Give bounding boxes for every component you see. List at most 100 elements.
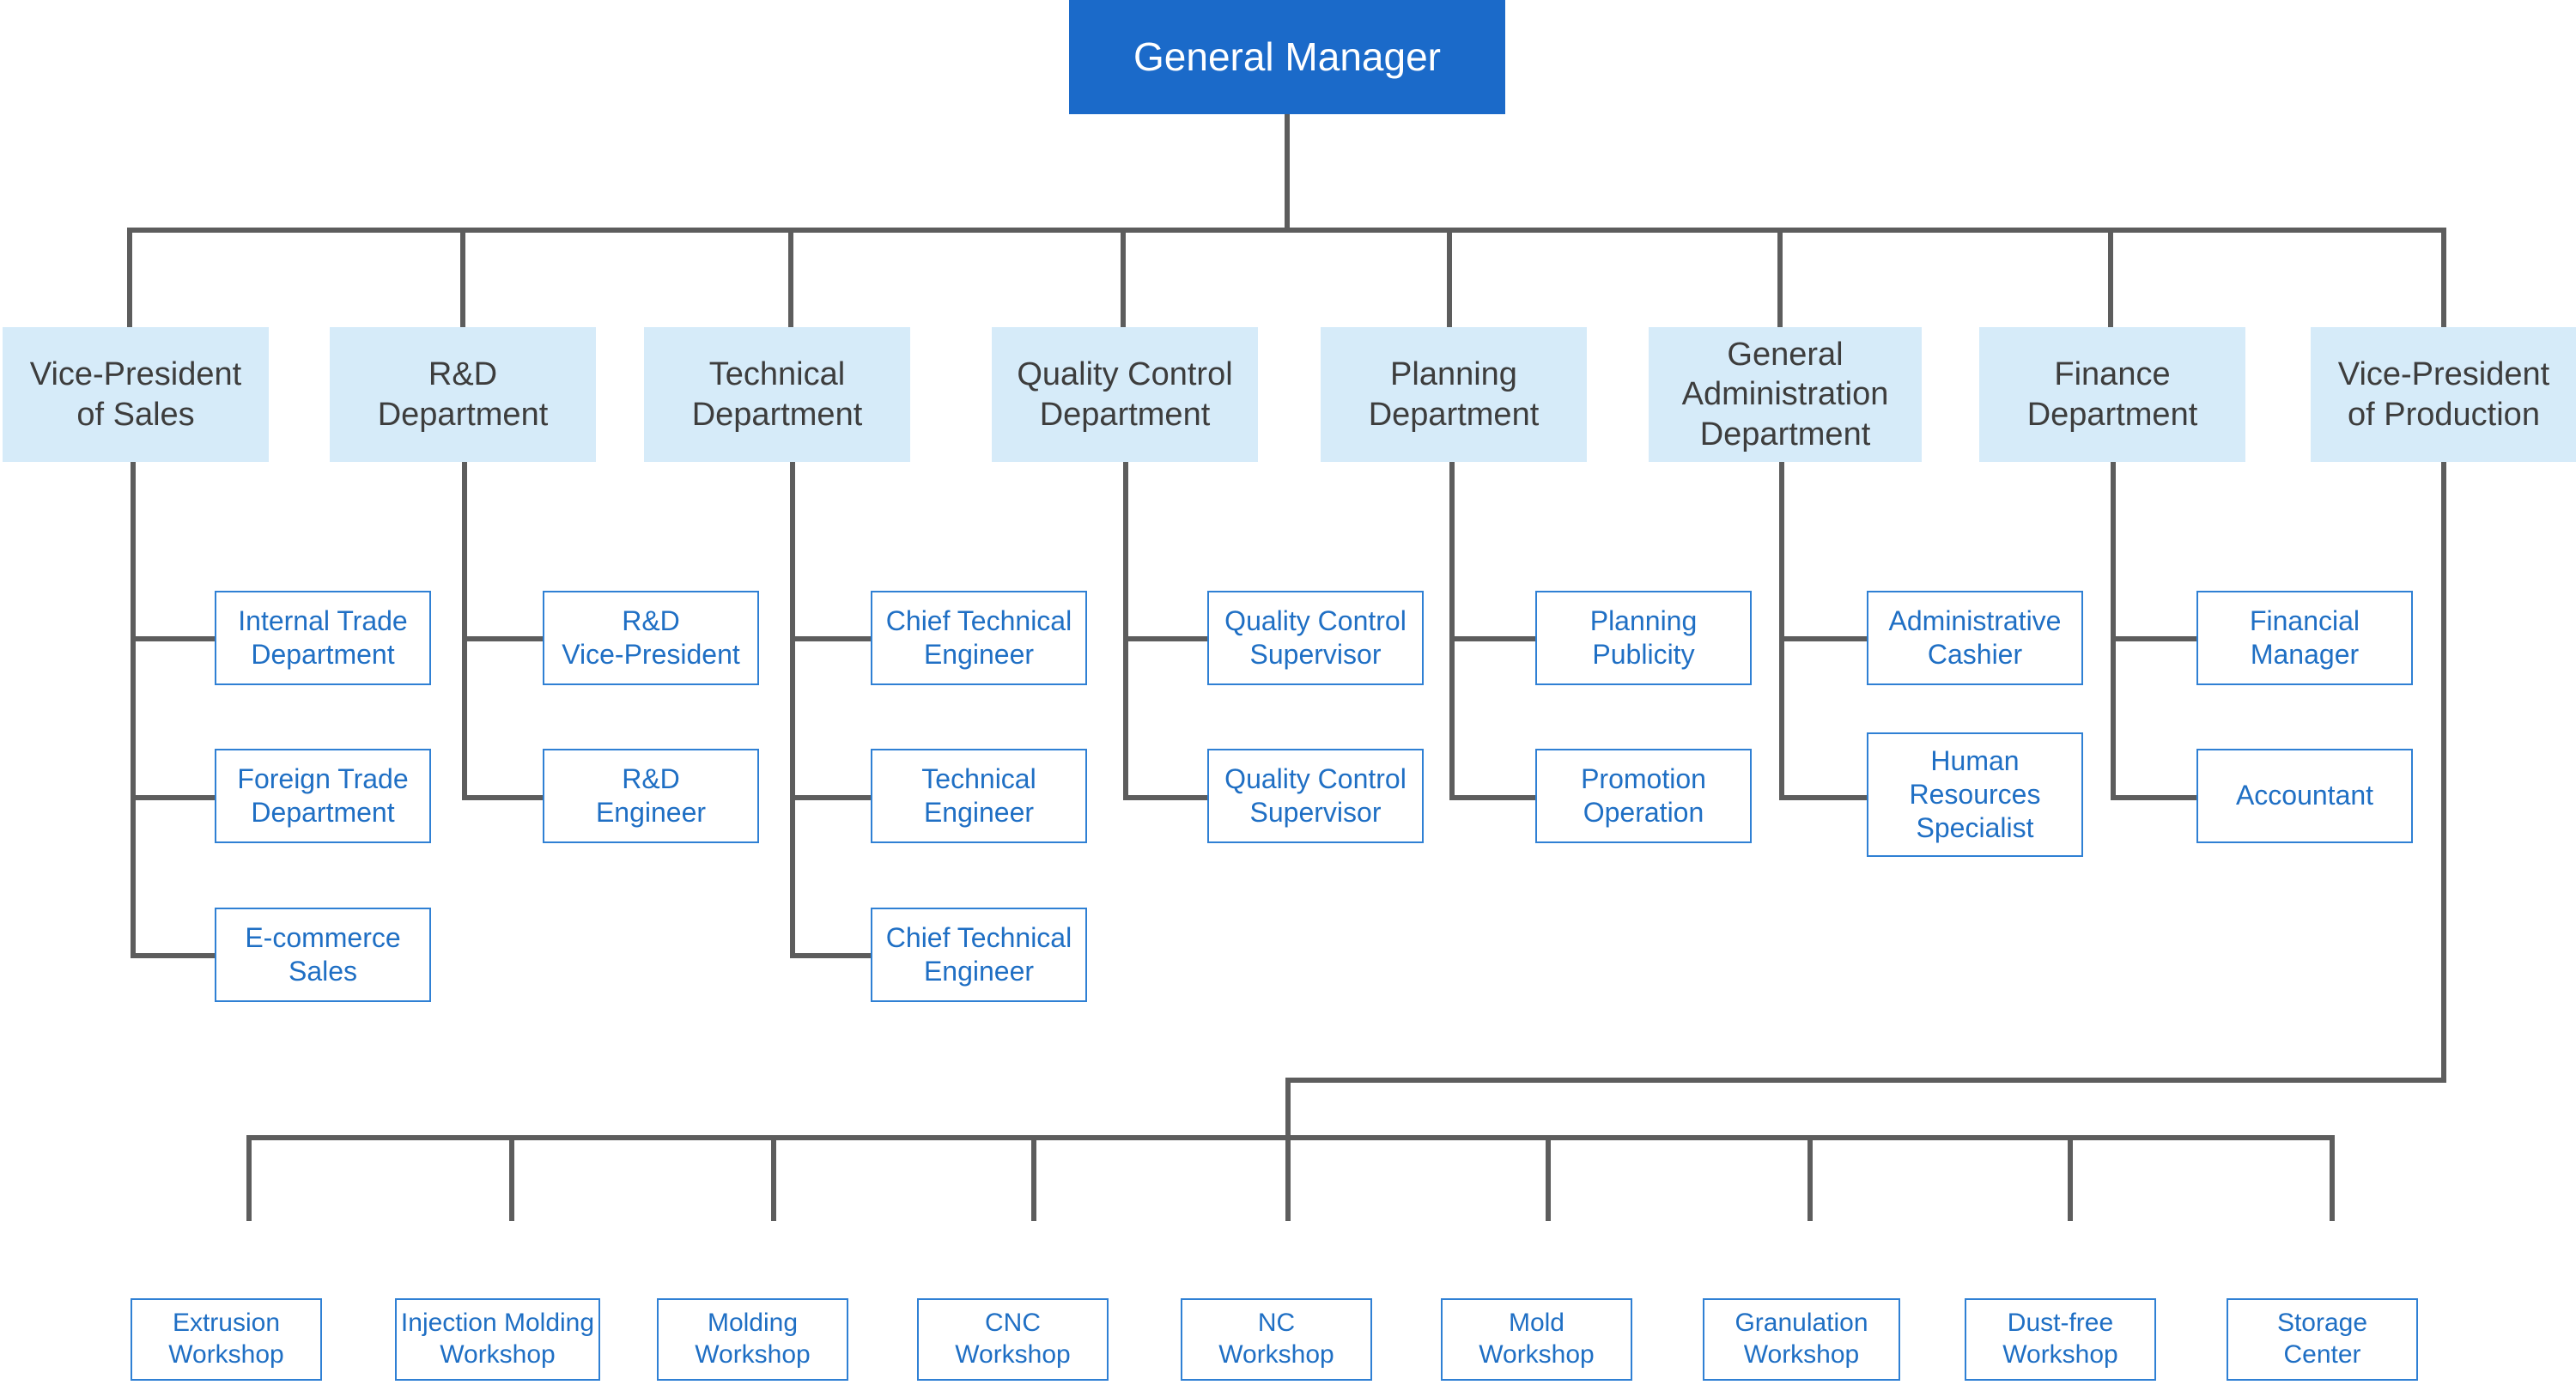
connector-production-elbow xyxy=(1285,1078,2446,1083)
connector-drop-workshop-2 xyxy=(509,1135,514,1221)
connector-stub-finance-1 xyxy=(2111,636,2196,641)
node-label: Injection Molding Workshop xyxy=(400,1309,595,1369)
node-quality-control-department[interactable]: Quality Control Department xyxy=(992,327,1258,462)
node-label: NC Workshop xyxy=(1218,1309,1334,1369)
connector-drop-finance xyxy=(2108,228,2113,327)
node-e-commerce-sales[interactable]: E-commerce Sales xyxy=(215,908,431,1002)
connector-stub-technical-1 xyxy=(790,636,871,641)
connector-drop-workshop-5 xyxy=(1285,1135,1291,1221)
node-chief-technical-engineer-1[interactable]: Chief Technical Engineer xyxy=(871,591,1087,685)
node-general-administration-department[interactable]: General Administration Department xyxy=(1649,327,1922,462)
connector-drop-workshop-4 xyxy=(1031,1135,1036,1221)
node-storage-center[interactable]: Storage Center xyxy=(2227,1298,2418,1381)
node-chief-technical-engineer-2[interactable]: Chief Technical Engineer xyxy=(871,908,1087,1002)
node-human-resources-specialist[interactable]: Human Resources Specialist xyxy=(1867,732,2083,857)
node-label: Promotion Operation xyxy=(1581,762,1706,828)
node-rnd-engineer[interactable]: R&D Engineer xyxy=(543,749,759,843)
connector-stub-planning-1 xyxy=(1449,636,1535,641)
node-internal-trade-department[interactable]: Internal Trade Department xyxy=(215,591,431,685)
node-vice-president-of-production[interactable]: Vice-President of Production xyxy=(2311,327,2576,462)
node-accountant[interactable]: Accountant xyxy=(2196,749,2413,843)
connector-stub-technical-2 xyxy=(790,795,871,800)
node-label: Extrusion Workshop xyxy=(168,1309,284,1369)
node-rnd-department[interactable]: R&D Department xyxy=(330,327,596,462)
node-mold-workshop[interactable]: Mold Workshop xyxy=(1441,1298,1632,1381)
connector-drop-workshop-3 xyxy=(771,1135,776,1221)
node-label: E-commerce Sales xyxy=(245,921,401,987)
connector-stub-administration-2 xyxy=(1779,795,1867,800)
connector-stem-quality xyxy=(1123,462,1128,800)
node-technical-department[interactable]: Technical Department xyxy=(644,327,910,462)
connector-stub-sales-2 xyxy=(131,795,215,800)
connector-stub-rnd-2 xyxy=(462,795,543,800)
connector-stem-administration xyxy=(1779,462,1784,800)
node-label: Storage Center xyxy=(2276,1309,2368,1369)
node-label: CNC Workshop xyxy=(955,1309,1071,1369)
node-extrusion-workshop[interactable]: Extrusion Workshop xyxy=(131,1298,322,1381)
node-vice-president-of-sales[interactable]: Vice-President of Sales xyxy=(3,327,269,462)
node-label: Planning Department xyxy=(1368,356,1540,433)
connector-stem-finance xyxy=(2111,462,2116,800)
connector-workshop-bus xyxy=(246,1135,2335,1140)
connector-stub-technical-3 xyxy=(790,953,871,958)
node-financial-manager[interactable]: Financial Manager xyxy=(2196,591,2413,685)
node-label: Administrative Cashier xyxy=(1888,604,2062,670)
node-label: R&D Engineer xyxy=(595,762,707,828)
node-injection-molding-workshop[interactable]: Injection Molding Workshop xyxy=(395,1298,600,1381)
connector-drop-production xyxy=(2441,228,2446,327)
node-label: General Administration Department xyxy=(1681,336,1889,453)
connector-drop-administration xyxy=(1777,228,1783,327)
connector-stub-quality-2 xyxy=(1123,795,1207,800)
node-quality-control-supervisor-1[interactable]: Quality Control Supervisor xyxy=(1207,591,1424,685)
node-label: Vice-President of Sales xyxy=(29,356,242,433)
node-label: Human Resources Specialist xyxy=(1909,744,2041,844)
node-label: R&D Vice-President xyxy=(562,604,740,670)
connector-stub-finance-2 xyxy=(2111,795,2196,800)
node-molding-workshop[interactable]: Molding Workshop xyxy=(657,1298,848,1381)
node-dust-free-workshop[interactable]: Dust-free Workshop xyxy=(1965,1298,2156,1381)
connector-drop-sales xyxy=(127,228,132,327)
connector-stem-rnd xyxy=(462,462,467,800)
connector-stub-sales-1 xyxy=(131,636,215,641)
node-general-manager[interactable]: General Manager xyxy=(1069,0,1505,114)
connector-root-stem xyxy=(1285,114,1290,228)
node-label: Planning Publicity xyxy=(1589,604,1698,670)
connector-stem-technical xyxy=(790,462,795,958)
node-planning-department[interactable]: Planning Department xyxy=(1321,327,1587,462)
node-label: R&D Department xyxy=(377,356,549,433)
node-label: Internal Trade Department xyxy=(238,604,408,670)
node-nc-workshop[interactable]: NC Workshop xyxy=(1181,1298,1372,1381)
node-label: Technical Engineer xyxy=(921,762,1036,828)
node-administrative-cashier[interactable]: Administrative Cashier xyxy=(1867,591,2083,685)
connector-stem-planning xyxy=(1449,462,1455,800)
connector-drop-workshop-1 xyxy=(246,1135,252,1221)
connector-drop-workshop-9 xyxy=(2330,1135,2335,1221)
node-rnd-vice-president[interactable]: R&D Vice-President xyxy=(543,591,759,685)
node-quality-control-supervisor-2[interactable]: Quality Control Supervisor xyxy=(1207,749,1424,843)
connector-production-down xyxy=(1285,1078,1291,1140)
connector-stem-sales xyxy=(131,462,136,958)
node-foreign-trade-department[interactable]: Foreign Trade Department xyxy=(215,749,431,843)
node-label: Finance Department xyxy=(2026,356,2198,433)
connector-production-trunk xyxy=(2441,462,2446,1083)
node-technical-engineer[interactable]: Technical Engineer xyxy=(871,749,1087,843)
node-label: Financial Manager xyxy=(2249,604,2360,670)
node-label: Granulation Workshop xyxy=(1735,1309,1868,1369)
node-granulation-workshop[interactable]: Granulation Workshop xyxy=(1703,1298,1900,1381)
connector-top-bus xyxy=(127,228,2445,233)
node-finance-department[interactable]: Finance Department xyxy=(1979,327,2245,462)
node-label: Chief Technical Engineer xyxy=(885,604,1072,670)
node-label: Molding Workshop xyxy=(695,1309,811,1369)
node-label: General Manager xyxy=(1133,34,1441,80)
connector-stub-rnd-1 xyxy=(462,636,543,641)
node-label: Vice-President of Production xyxy=(2337,356,2550,433)
node-cnc-workshop[interactable]: CNC Workshop xyxy=(917,1298,1109,1381)
node-label: Dust-free Workshop xyxy=(2002,1309,2118,1369)
node-label: Mold Workshop xyxy=(1479,1309,1595,1369)
connector-stub-sales-3 xyxy=(131,953,215,958)
node-promotion-operation[interactable]: Promotion Operation xyxy=(1535,749,1752,843)
node-planning-publicity[interactable]: Planning Publicity xyxy=(1535,591,1752,685)
node-label: Quality Control Department xyxy=(1017,356,1233,433)
connector-drop-workshop-7 xyxy=(1807,1135,1813,1221)
